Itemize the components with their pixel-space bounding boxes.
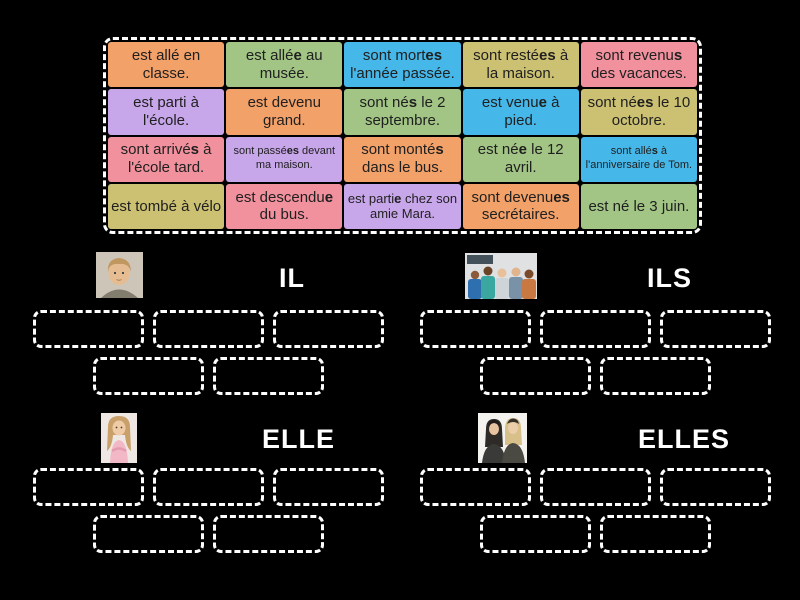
drop-slot[interactable] bbox=[540, 468, 651, 506]
word-card-text: est tombé à vélo bbox=[111, 197, 222, 215]
word-card[interactable]: sont nées le 10 octobre. bbox=[580, 89, 697, 135]
word-card[interactable]: sont passées devant ma maison. bbox=[226, 136, 343, 182]
drop-slot[interactable] bbox=[33, 468, 144, 506]
word-card[interactable]: sont arrivés à l'école tard. bbox=[108, 136, 225, 182]
word-card[interactable]: sont montés dans le bus. bbox=[344, 136, 461, 182]
drop-slot[interactable] bbox=[93, 357, 204, 395]
group-elle-label: ELLE bbox=[262, 424, 336, 454]
slot-row bbox=[93, 357, 384, 395]
drop-slot[interactable] bbox=[660, 310, 771, 348]
word-card-text: sont devenues secrétaires. bbox=[471, 188, 570, 224]
group-elles: ELLES bbox=[420, 410, 772, 565]
word-card-text: est allée au musée. bbox=[245, 46, 323, 82]
drop-slot[interactable] bbox=[420, 310, 531, 348]
drop-slot[interactable] bbox=[420, 468, 531, 506]
drop-slot[interactable] bbox=[600, 515, 711, 553]
word-card[interactable]: est allée au musée. bbox=[226, 42, 343, 88]
word-card-text: est descendue du bus. bbox=[235, 188, 334, 224]
word-card-text: sont restées à la maison. bbox=[473, 46, 569, 82]
word-card-text: est né le 3 juin. bbox=[588, 197, 690, 215]
drop-slot[interactable] bbox=[213, 357, 324, 395]
word-card-text: est devenu grand. bbox=[247, 94, 321, 129]
word-card[interactable]: est né le 3 juin. bbox=[580, 183, 697, 229]
word-card-text: sont arrivés à l'école tard. bbox=[120, 141, 212, 177]
slot-row bbox=[33, 468, 384, 506]
word-card-text: sont nées le 10 octobre. bbox=[587, 94, 691, 129]
word-card[interactable]: sont devenues secrétaires. bbox=[462, 183, 579, 229]
drop-slot[interactable] bbox=[600, 357, 711, 395]
word-card[interactable]: est tombé à vélo bbox=[108, 183, 225, 229]
word-card[interactable]: est parti à l'école. bbox=[108, 89, 225, 135]
word-card-text: sont allés à l'anniversaire de Tom. bbox=[585, 145, 693, 172]
word-card-text: est parti à l'école. bbox=[133, 94, 200, 129]
slot-row bbox=[480, 357, 771, 395]
boy-portrait-photo bbox=[96, 252, 143, 298]
word-card-text: sont passées devant ma maison. bbox=[233, 145, 336, 172]
drop-slot[interactable] bbox=[480, 357, 591, 395]
word-card-text: sont revenus des vacances. bbox=[590, 46, 687, 82]
group-ils: ILS bbox=[420, 252, 772, 407]
teen-group-photo bbox=[465, 253, 537, 299]
word-card-text: est venue à pied. bbox=[481, 94, 560, 129]
slot-row bbox=[420, 468, 771, 506]
word-card-text: est allé en classe. bbox=[131, 46, 201, 82]
group-ils-slots bbox=[420, 310, 771, 395]
word-card[interactable]: sont mortes l'année passée. bbox=[344, 42, 461, 88]
group-elles-slots bbox=[420, 468, 771, 553]
group-elle-slots bbox=[33, 468, 384, 553]
group-il: IL bbox=[33, 252, 385, 407]
word-card[interactable]: est descendue du bus. bbox=[226, 183, 343, 229]
drop-slot[interactable] bbox=[540, 310, 651, 348]
group-il-label: IL bbox=[279, 263, 305, 293]
group-elle: ELLE bbox=[33, 410, 385, 565]
word-card[interactable]: sont nés le 2 septembre. bbox=[344, 89, 461, 135]
drop-slot[interactable] bbox=[660, 468, 771, 506]
group-il-slots bbox=[33, 310, 384, 395]
drop-slot[interactable] bbox=[480, 515, 591, 553]
word-card[interactable]: est devenu grand. bbox=[226, 89, 343, 135]
word-card-text: est née le 12 avril. bbox=[477, 141, 564, 177]
card-pool: est allé en classe. est allée au musée. so… bbox=[103, 37, 702, 234]
girls-pair-photo bbox=[478, 413, 527, 463]
word-card-text: sont montés dans le bus. bbox=[361, 141, 444, 177]
drop-slot[interactable] bbox=[273, 310, 384, 348]
word-card[interactable]: sont revenus des vacances. bbox=[580, 42, 697, 88]
word-card[interactable]: est partie chez son amie Mara. bbox=[344, 183, 461, 229]
slot-row bbox=[420, 310, 771, 348]
word-card-text: sont nés le 2 septembre. bbox=[359, 94, 446, 129]
drop-slot[interactable] bbox=[153, 468, 264, 506]
slot-row bbox=[33, 310, 384, 348]
group-ils-label: ILS bbox=[647, 263, 693, 293]
drop-slot[interactable] bbox=[213, 515, 324, 553]
word-card[interactable]: est née le 12 avril. bbox=[462, 136, 579, 182]
word-card[interactable]: sont allés à l'anniversaire de Tom. bbox=[580, 136, 697, 182]
drop-slot[interactable] bbox=[33, 310, 144, 348]
drop-slot[interactable] bbox=[153, 310, 264, 348]
girl-portrait-photo bbox=[101, 413, 137, 463]
word-card[interactable]: est allé en classe. bbox=[108, 42, 225, 88]
drop-slot[interactable] bbox=[93, 515, 204, 553]
word-card-text: sont mortes l'année passée. bbox=[350, 46, 455, 82]
word-card-text: est partie chez son amie Mara. bbox=[347, 191, 458, 222]
slot-row bbox=[480, 515, 771, 553]
group-elles-label: ELLES bbox=[638, 424, 731, 454]
word-card[interactable]: est venue à pied. bbox=[462, 89, 579, 135]
drop-slot[interactable] bbox=[273, 468, 384, 506]
slot-row bbox=[93, 515, 384, 553]
word-card[interactable]: sont restées à la maison. bbox=[462, 42, 579, 88]
